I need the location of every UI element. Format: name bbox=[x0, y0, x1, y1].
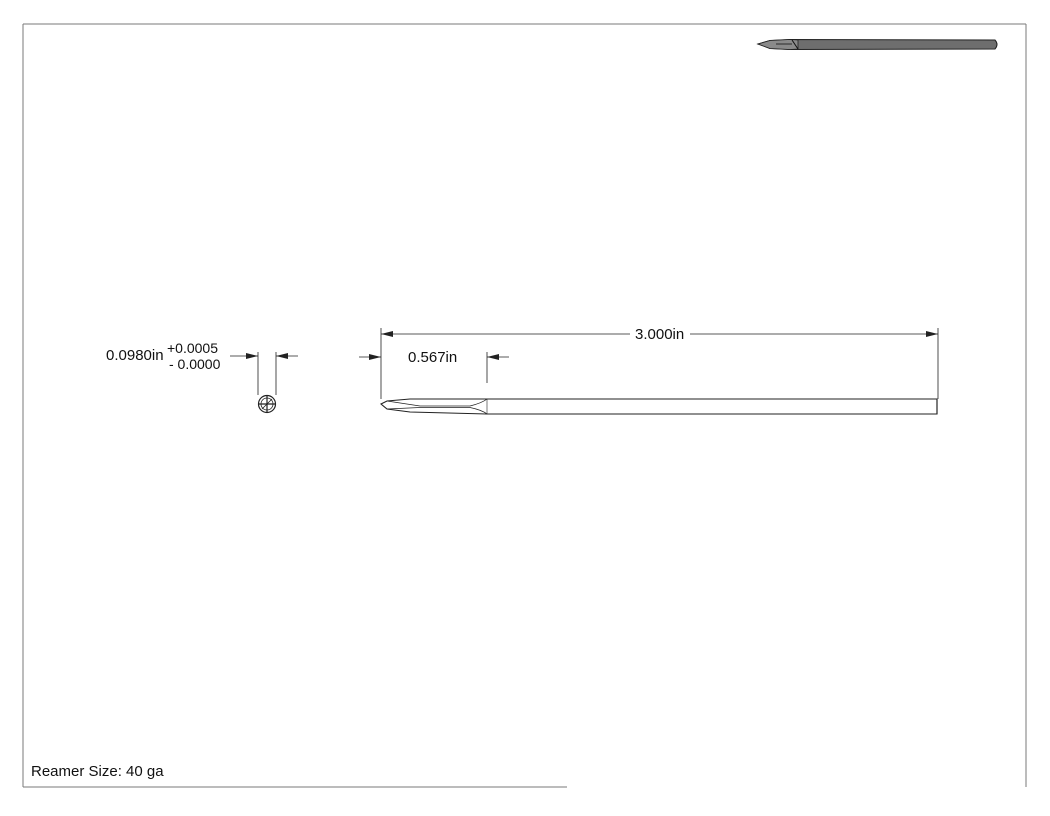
flute-length-value: 0.567in bbox=[408, 349, 458, 366]
overall-length-value: 3.000in bbox=[633, 326, 687, 343]
diameter-dimension bbox=[230, 352, 298, 395]
end-view bbox=[257, 394, 277, 414]
diameter-value: 0.0980in bbox=[106, 347, 164, 364]
reamer-size-label: Reamer Size: 40 ga bbox=[31, 763, 164, 780]
isometric-reamer-view bbox=[756, 38, 998, 51]
overall-length-dimension bbox=[380, 328, 939, 399]
flute-length-dimension bbox=[359, 352, 509, 383]
tolerance-plus: +0.0005 bbox=[167, 340, 218, 356]
side-view-reamer bbox=[380, 398, 938, 415]
tolerance-minus: - 0.0000 bbox=[169, 356, 221, 372]
